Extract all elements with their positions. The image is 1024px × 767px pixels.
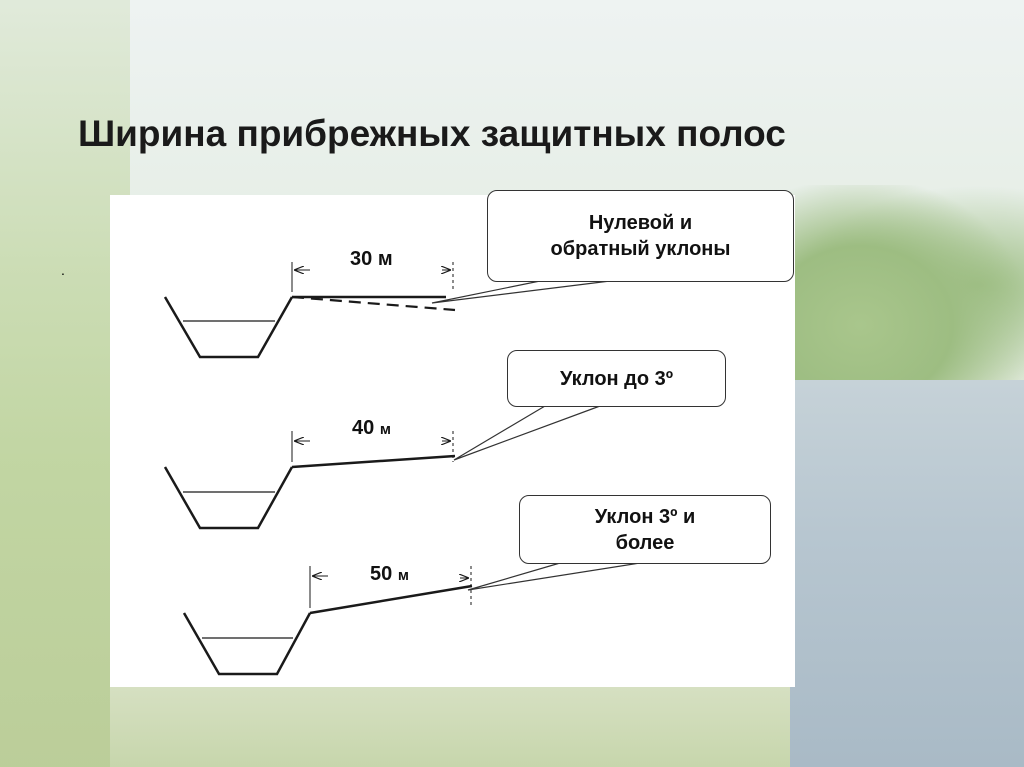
row-3-callout: Уклон 3º и более — [519, 495, 771, 564]
row-3-callout-pointer — [467, 562, 641, 591]
bullet-dot: . — [61, 262, 65, 278]
row-1-callout-pointer — [431, 280, 611, 304]
background-foliage-left — [0, 0, 130, 767]
row-3-slope — [309, 584, 473, 615]
row-2-channel — [163, 466, 294, 530]
row-2-slope — [291, 454, 456, 469]
row-2-distance-label: 40 м — [352, 417, 391, 440]
background-trees — [790, 185, 1024, 385]
row-3-distance-label: 50 м — [370, 563, 409, 586]
row-1-distance-value: 30 — [350, 248, 373, 270]
slide-title: Ширина прибрежных защитных полос — [78, 113, 786, 154]
row-1-slope — [291, 295, 456, 312]
background-water — [790, 380, 1024, 767]
row-3-dimension — [309, 566, 472, 608]
row-2-dimension — [291, 431, 454, 462]
row-3-channel — [182, 612, 312, 676]
row-1-callout: Нулевой и обратный уклоны — [487, 190, 794, 282]
row-1-channel — [163, 296, 294, 359]
row-3-distance-unit: м — [397, 567, 409, 584]
row-1-distance-unit: м — [377, 248, 393, 270]
row-2-distance-value: 40 — [352, 417, 375, 439]
background-grass — [110, 686, 790, 767]
row-2-callout: Уклон до 3º — [507, 350, 726, 407]
row-3-distance-value: 50 — [370, 563, 393, 585]
row-2-callout-pointer — [453, 405, 601, 461]
row-1-dimension — [291, 262, 454, 292]
row-1-distance-label: 30 м — [350, 248, 393, 271]
row-2-distance-unit: м — [379, 421, 391, 438]
